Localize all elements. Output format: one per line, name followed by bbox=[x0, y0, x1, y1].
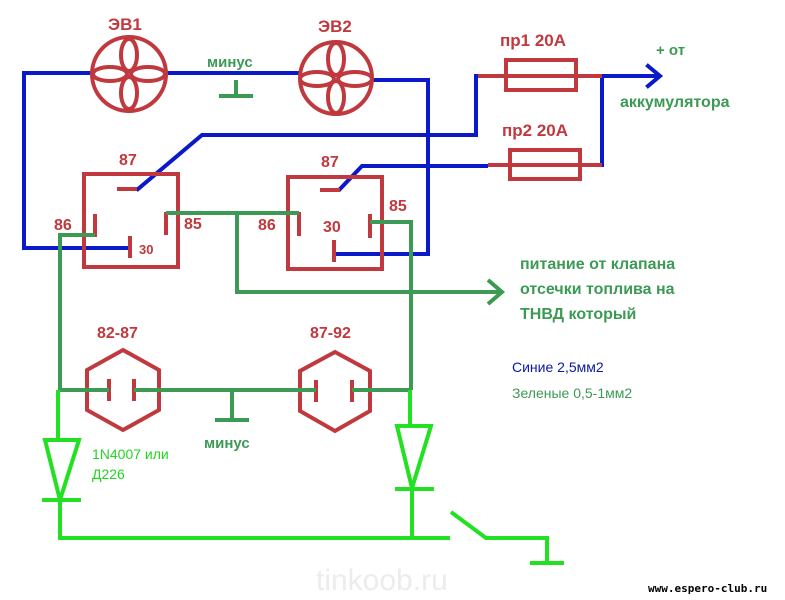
blue-wire-battery bbox=[600, 74, 658, 167]
battery-label-line1: + от bbox=[656, 42, 686, 59]
sensor-82-87-label: 82-87 bbox=[97, 325, 138, 342]
blue-wire-relay2-87 bbox=[337, 164, 488, 192]
diode-right-icon bbox=[394, 424, 434, 496]
site-credit: www.espero-club.ru bbox=[648, 582, 768, 595]
relay2-pin-86-label: 86 bbox=[258, 217, 276, 234]
ground-top-icon bbox=[219, 80, 253, 98]
legend-blue-wires: Синие 2,5мм2 bbox=[512, 359, 604, 375]
battery-label-line2: аккумулятора bbox=[620, 94, 730, 111]
fuel-valve-note-line2: отсечки топлива на bbox=[520, 281, 675, 298]
lamp-ev2-icon bbox=[298, 40, 374, 116]
green-wire-relay2-85 bbox=[370, 220, 413, 390]
light-green-wire-left-down bbox=[58, 500, 450, 540]
relay1-pin-85-label: 85 bbox=[184, 216, 202, 233]
switch-icon bbox=[449, 510, 549, 563]
diode-left-icon bbox=[42, 438, 82, 508]
blue-wire-relay1-87 bbox=[135, 74, 478, 192]
relay2-pin-30-label: 30 bbox=[323, 219, 341, 236]
fuel-valve-arrow-icon bbox=[486, 278, 506, 306]
legend-green-wires: Зеленые 0,5-1мм2 bbox=[512, 385, 633, 401]
sensor-87-92-label: 87-92 bbox=[310, 325, 351, 342]
ground-bottom-icon bbox=[215, 390, 249, 422]
ground-bottom-label: минус bbox=[204, 435, 250, 452]
lamp-ev1-icon bbox=[90, 35, 168, 113]
relay1-pin-86-label: 86 bbox=[54, 217, 72, 234]
battery-arrow-icon bbox=[645, 63, 664, 89]
lamp-ev2-label: ЭВ2 bbox=[318, 17, 352, 36]
relay2-pin-87-label: 87 bbox=[321, 154, 339, 171]
relay1-pin-87-label: 87 bbox=[119, 152, 137, 169]
fuel-valve-note-line1: питание от клапана bbox=[520, 256, 676, 273]
lamp-ev1-label: ЭВ1 bbox=[108, 15, 142, 34]
diode-note-line2: Д226 bbox=[92, 466, 125, 482]
diode-note-line1: 1N4007 или bbox=[92, 446, 169, 462]
fuse-pr2-label: пр2 20А bbox=[502, 121, 569, 140]
watermark: tinkoob.ru bbox=[316, 564, 448, 597]
fuel-valve-note-line3: ТНВД который bbox=[520, 306, 637, 323]
fuse-pr1-icon bbox=[478, 58, 602, 92]
relay2-pin-85-label: 85 bbox=[389, 198, 407, 215]
relay1-icon bbox=[82, 172, 180, 269]
ground-top-label: минус bbox=[207, 54, 253, 71]
green-wire-relay1-86 bbox=[58, 233, 95, 390]
fuse-pr1-label: пр1 20А bbox=[500, 31, 567, 50]
blue-wire-lamp-bus-left bbox=[22, 71, 94, 250]
relay1-pin-30-label: 30 bbox=[139, 242, 154, 257]
fuse-pr2-icon bbox=[488, 148, 602, 181]
